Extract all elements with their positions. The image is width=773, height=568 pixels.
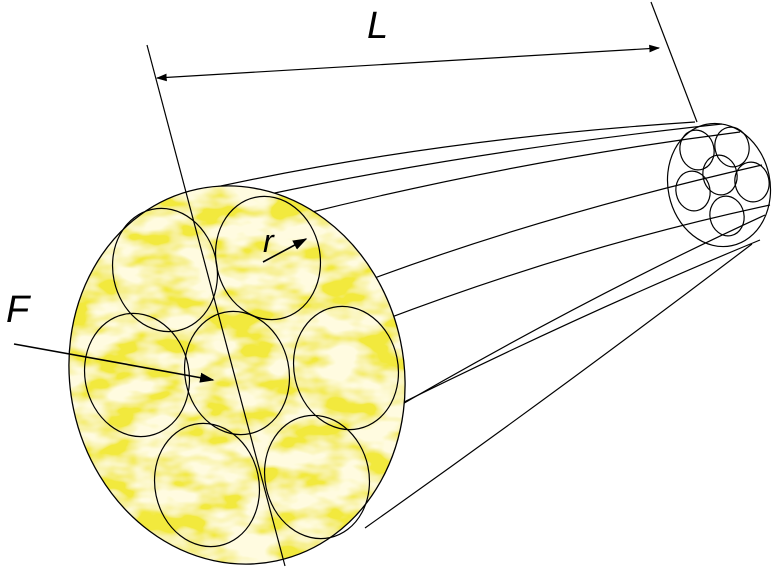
radius-arrow (262, 238, 308, 263)
small-fiber-left (675, 170, 711, 212)
taper-line-7 (397, 239, 761, 406)
extension-line-left (146, 44, 286, 567)
radius-label: r (263, 223, 275, 259)
length-label: L (367, 5, 388, 47)
taper-line-4 (321, 164, 763, 299)
length-dimension-arrow (155, 44, 661, 82)
extension-line-right (650, 1, 698, 123)
taper-line-2 (264, 123, 723, 196)
small-fiber-top-right (714, 126, 750, 168)
taper-line-6 (374, 214, 766, 421)
taper-line-3 (299, 131, 741, 216)
fiber-left (83, 312, 191, 438)
fiber-bottom-left (153, 422, 261, 548)
force-arrow (13, 343, 215, 383)
fiber-right (292, 305, 400, 431)
taper-line-top (179, 121, 696, 196)
taper-lines (179, 121, 771, 529)
bundle-face-small (666, 122, 772, 248)
fiber-bottom-right (263, 414, 371, 540)
extension-lines (146, 1, 698, 567)
force-label: F (6, 289, 31, 331)
bundle-face-large (60, 170, 420, 568)
fiber-top-right (214, 195, 322, 321)
taper-line-5 (344, 204, 771, 336)
small-fiber-top-left (679, 129, 715, 171)
small-fiber-bottom (709, 195, 745, 237)
taper-line-bottom (364, 243, 753, 529)
small-fiber-right (734, 161, 770, 203)
